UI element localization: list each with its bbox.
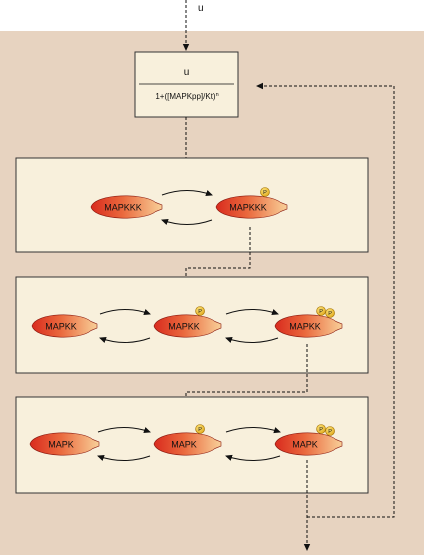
cycle-0-0-forward-arrow — [161, 189, 213, 196]
species-mapkkk-0: MAPKKK — [90, 195, 163, 219]
svg-text:P: P — [263, 190, 267, 196]
species-mapkk-0-label: MAPKK — [45, 322, 77, 332]
species-mapk-0-label: MAPK — [48, 440, 74, 450]
input-label: u — [198, 3, 204, 14]
phosphate-icon: P — [325, 308, 335, 318]
species-mapkk-2-label: MAPKK — [289, 322, 321, 332]
phosphate-icon: P — [195, 306, 205, 316]
phosphate-icon: P — [260, 187, 270, 197]
species-mapkk-0: MAPKK — [31, 314, 98, 338]
species-mapkkk-1-shape — [215, 195, 288, 219]
svg-text:P: P — [198, 427, 202, 433]
cycle-0-0-reverse-arrow — [161, 219, 213, 226]
species-mapkkk-1-label: MAPKKK — [229, 203, 267, 213]
phosphate-icon: P — [316, 306, 326, 316]
cycle-1-1-reverse-arrow — [225, 336, 279, 343]
module-panel-mapkkk — [15, 157, 369, 253]
species-mapkk-1-label: MAPKK — [168, 322, 200, 332]
species-mapkkk-0-label: MAPKKK — [104, 203, 142, 213]
species-mapkk-2-shape — [274, 314, 343, 338]
phosphate-icon: P — [195, 424, 205, 434]
feedback-box: u 1+([MAPKpp]/Kt)n — [134, 51, 239, 118]
svg-text:P: P — [328, 311, 332, 317]
species-mapk-1: MAPK P — [153, 424, 222, 456]
species-mapk-2-shape — [274, 432, 343, 456]
species-mapkk-1-shape — [153, 314, 222, 338]
species-mapk-2-label: MAPK — [292, 440, 318, 450]
svg-text:P: P — [319, 309, 323, 315]
feedback-loop — [256, 82, 395, 518]
svg-text:P: P — [198, 309, 202, 315]
species-mapk-0-shape — [29, 432, 100, 456]
cycle-1-1-forward-arrow — [225, 309, 279, 316]
species-mapkk-0-shape — [31, 314, 98, 338]
phosphate-icon: P — [325, 426, 335, 436]
species-mapkkk-1: MAPKKK P — [215, 187, 288, 219]
svg-text:P: P — [328, 429, 332, 435]
cycle-2-1-reverse-arrow — [225, 454, 281, 461]
species-mapkkk-0-shape — [90, 195, 163, 219]
species-mapk-1-shape — [153, 432, 222, 456]
species-mapk-1-label: MAPK — [171, 440, 197, 450]
cycle-2-0-forward-arrow — [97, 427, 151, 434]
species-mapk-0: MAPK — [29, 432, 100, 456]
cycle-2-1-forward-arrow — [225, 427, 281, 434]
feedback-numerator: u — [184, 67, 190, 78]
cycle-2-0-reverse-arrow — [97, 454, 151, 461]
feedback-denominator: 1+([MAPKpp]/Kt)n — [155, 92, 218, 101]
phosphate-icon: P — [316, 424, 326, 434]
cycle-1-0-forward-arrow — [99, 308, 151, 315]
species-mapkk-1: MAPKK P — [153, 306, 222, 338]
svg-text:P: P — [319, 427, 323, 433]
cycle-1-0-reverse-arrow — [99, 337, 151, 344]
